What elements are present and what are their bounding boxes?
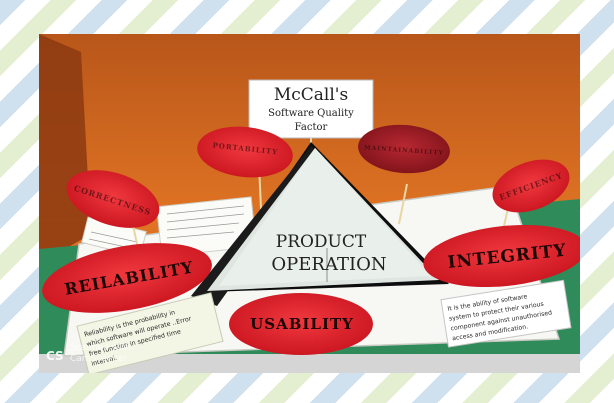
- oval-portability: PORTABILITY: [197, 126, 293, 178]
- scanner-logo: CS: [46, 349, 64, 363]
- oval-maintainability: MAINTAINABILITY: [358, 124, 450, 174]
- reliability-definition-card: Reliability is the probability in which …: [76, 292, 224, 373]
- title-line-1: McCall's: [274, 85, 348, 105]
- title-line-3: Factor: [295, 122, 328, 133]
- scanner-text: Scanned with CamScanner: [70, 343, 131, 365]
- oval-efficiency: EFFICIENCY: [492, 159, 570, 213]
- oval-usability-label: USABILITY: [250, 315, 354, 333]
- scanner-watermark: CS Scanned with CamScanner: [46, 335, 206, 371]
- integrity-definition-card: It is the ability of software system to …: [440, 279, 572, 348]
- oval-usability: USABILITY: [229, 293, 373, 355]
- title-card: McCall's Software Quality Factor: [248, 79, 374, 139]
- oval-correctness: CORRECTNESS: [66, 170, 160, 228]
- scanner-line-2: CamScanner: [70, 354, 128, 364]
- oval-reliability: REILABILITY: [42, 243, 212, 313]
- title-line-2: Software Quality: [268, 108, 354, 119]
- photo-frame: McCall's Software Quality Factor PRODUCT…: [39, 34, 580, 373]
- pyramid: PRODUCT OPERATION: [191, 142, 449, 306]
- oval-integrity: INTEGRITY: [423, 224, 580, 288]
- scanner-line-1: Scanned with: [70, 343, 131, 353]
- pyramid-line-2: OPERATION: [271, 254, 386, 275]
- pyramid-line-1: PRODUCT: [276, 232, 367, 252]
